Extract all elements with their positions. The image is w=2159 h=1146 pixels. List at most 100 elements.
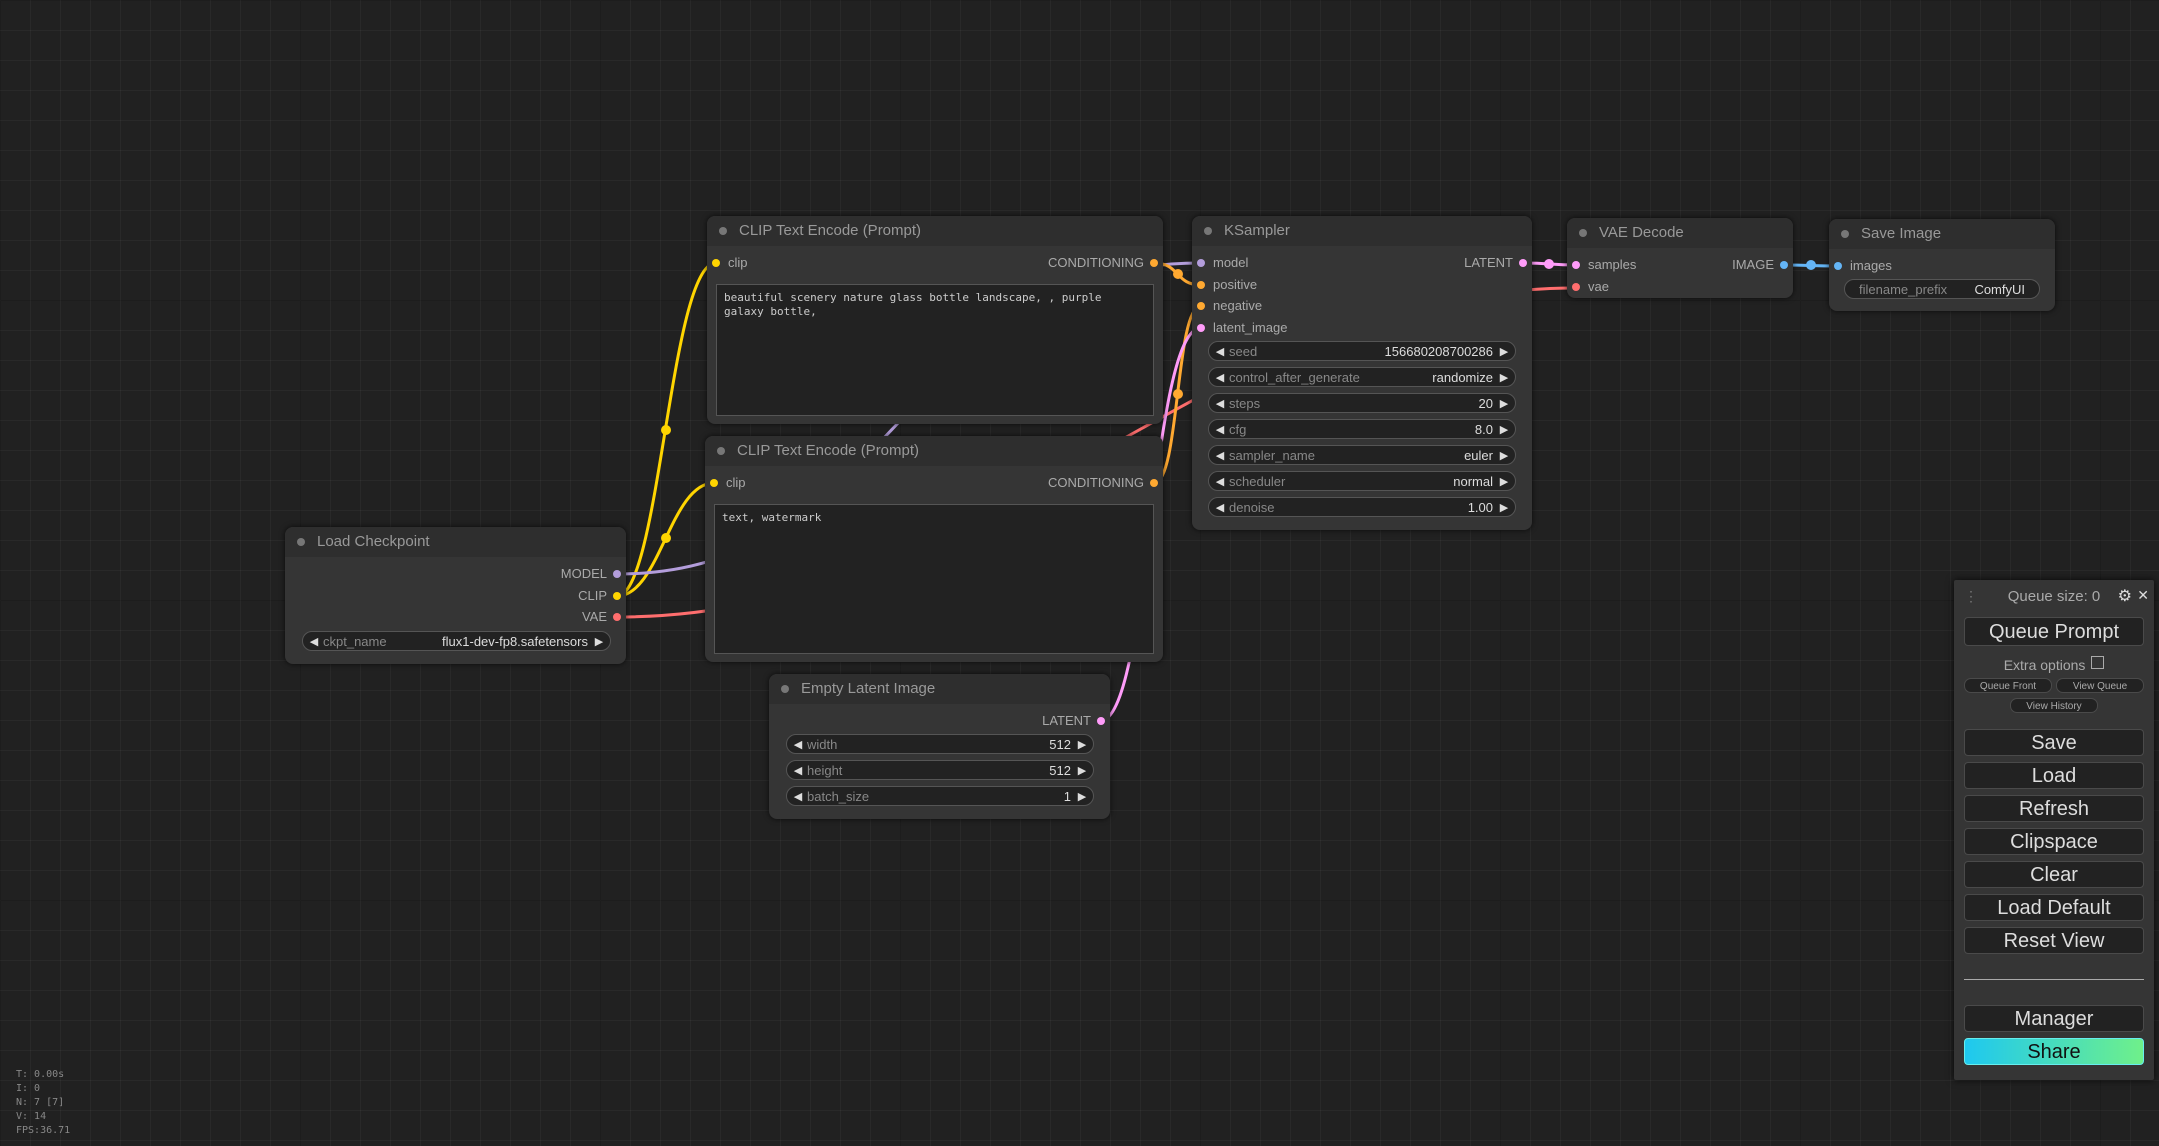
manager-button[interactable]: Manager [1964, 1005, 2144, 1032]
input-slot-model[interactable]: model [1197, 255, 1248, 271]
clipspace-button[interactable]: Clipspace [1964, 828, 2144, 855]
conditioning-pin[interactable] [1150, 259, 1158, 267]
decrement-arrow-icon[interactable]: ◀ [1215, 476, 1225, 488]
decrement-arrow-icon[interactable]: ◀ [1215, 424, 1225, 436]
increment-arrow-icon[interactable]: ▶ [1499, 424, 1509, 436]
input-slot-latent-image[interactable]: latent_image [1197, 320, 1287, 336]
decrement-arrow-icon[interactable]: ◀ [1215, 450, 1225, 462]
model-pin[interactable] [1197, 259, 1205, 267]
increment-arrow-icon[interactable]: ▶ [1499, 398, 1509, 410]
collapse-dot[interactable] [1579, 229, 1587, 237]
input-slot-images[interactable]: images [1834, 258, 1892, 274]
close-icon[interactable]: ✕ [2137, 587, 2149, 603]
link-midpoint[interactable] [661, 533, 671, 543]
vae-decode-node[interactable]: VAE Decode samples vae IMAGE [1567, 218, 1793, 298]
output-slot-conditioning[interactable]: CONDITIONING [1048, 475, 1158, 491]
node-title[interactable]: Save Image [1829, 219, 2055, 249]
load-default-button[interactable]: Load Default [1964, 894, 2144, 921]
latent-pin[interactable] [1197, 324, 1205, 332]
prompt-textarea[interactable]: text, watermark [714, 504, 1154, 654]
image-pin[interactable] [1834, 262, 1842, 270]
latent-pin[interactable] [1572, 261, 1580, 269]
output-slot-clip[interactable]: CLIP [578, 588, 621, 604]
decrement-arrow-icon[interactable]: ◀ [793, 791, 803, 803]
extra-options-checkbox[interactable] [2091, 656, 2105, 669]
conditioning-pin[interactable] [1197, 281, 1205, 289]
collapse-dot[interactable] [781, 685, 789, 693]
collapse-dot[interactable] [1204, 227, 1212, 235]
latent-pin[interactable] [1519, 259, 1527, 267]
link-midpoint[interactable] [661, 425, 671, 435]
collapse-dot[interactable] [719, 227, 727, 235]
decrement-arrow-icon[interactable]: ◀ [793, 739, 803, 751]
prompt-textarea[interactable]: beautiful scenery nature glass bottle la… [716, 284, 1154, 416]
image-pin[interactable] [1780, 261, 1788, 269]
conditioning-pin[interactable] [1197, 302, 1205, 310]
link-midpoint[interactable] [1544, 259, 1554, 269]
model-pin[interactable] [613, 570, 621, 578]
decrement-arrow-icon[interactable]: ◀ [1215, 372, 1225, 384]
vae-pin[interactable] [613, 613, 621, 621]
link-midpoint[interactable] [1173, 389, 1183, 399]
clip-text-encode-positive-node[interactable]: CLIP Text Encode (Prompt) clip CONDITION… [707, 216, 1163, 424]
increment-arrow-icon[interactable]: ▶ [1499, 450, 1509, 462]
decrement-arrow-icon[interactable]: ◀ [1215, 398, 1225, 410]
decrement-arrow-icon[interactable]: ◀ [1215, 346, 1225, 358]
refresh-button[interactable]: Refresh [1964, 795, 2144, 822]
input-slot-vae[interactable]: vae [1572, 279, 1609, 295]
input-slot-positive[interactable]: positive [1197, 277, 1257, 293]
clip-pin[interactable] [710, 479, 718, 487]
save-button[interactable]: Save [1964, 729, 2144, 756]
decrement-arrow-icon[interactable]: ◀ [309, 636, 319, 648]
increment-arrow-icon[interactable]: ▶ [1499, 502, 1509, 514]
output-slot-conditioning[interactable]: CONDITIONING [1048, 255, 1158, 271]
link-midpoint[interactable] [1806, 260, 1816, 270]
collapse-dot[interactable] [717, 447, 725, 455]
increment-arrow-icon[interactable]: ▶ [1499, 372, 1509, 384]
load-checkpoint-node[interactable]: Load Checkpoint MODEL CLIP VAE ◀ckpt_nam… [285, 527, 626, 664]
output-slot-image[interactable]: IMAGE [1732, 257, 1788, 273]
output-slot-latent[interactable]: LATENT [1464, 255, 1527, 271]
clip-pin[interactable] [712, 259, 720, 267]
node-title[interactable]: Empty Latent Image [769, 674, 1110, 704]
queue-prompt-button[interactable]: Queue Prompt [1964, 617, 2144, 646]
vae-pin[interactable] [1572, 283, 1580, 291]
decrement-arrow-icon[interactable]: ◀ [793, 765, 803, 777]
node-title[interactable]: CLIP Text Encode (Prompt) [705, 436, 1163, 466]
node-title[interactable]: KSampler [1192, 216, 1532, 246]
view-queue-button[interactable]: View Queue [2056, 678, 2144, 693]
link-midpoint[interactable] [1173, 269, 1183, 279]
settings-gear-icon[interactable]: ⚙ [2117, 588, 2132, 605]
increment-arrow-icon[interactable]: ▶ [1077, 739, 1087, 751]
input-slot-samples[interactable]: samples [1572, 257, 1636, 273]
input-slot-clip[interactable]: clip [710, 475, 746, 491]
increment-arrow-icon[interactable]: ▶ [1499, 476, 1509, 488]
collapse-dot[interactable] [297, 538, 305, 546]
ksampler-node[interactable]: KSampler model positive negative latent_… [1192, 216, 1532, 530]
output-slot-vae[interactable]: VAE [582, 609, 621, 625]
decrement-arrow-icon[interactable]: ◀ [1215, 502, 1225, 514]
increment-arrow-icon[interactable]: ▶ [1077, 791, 1087, 803]
conditioning-pin[interactable] [1150, 479, 1158, 487]
input-slot-clip[interactable]: clip [712, 255, 748, 271]
node-title[interactable]: Load Checkpoint [285, 527, 626, 557]
increment-arrow-icon[interactable]: ▶ [1499, 346, 1509, 358]
collapse-dot[interactable] [1841, 230, 1849, 238]
node-title[interactable]: CLIP Text Encode (Prompt) [707, 216, 1163, 246]
increment-arrow-icon[interactable]: ▶ [594, 636, 604, 648]
share-button[interactable]: Share [1964, 1038, 2144, 1065]
output-slot-model[interactable]: MODEL [561, 566, 621, 582]
increment-arrow-icon[interactable]: ▶ [1077, 765, 1087, 777]
reset-view-button[interactable]: Reset View [1964, 927, 2144, 954]
